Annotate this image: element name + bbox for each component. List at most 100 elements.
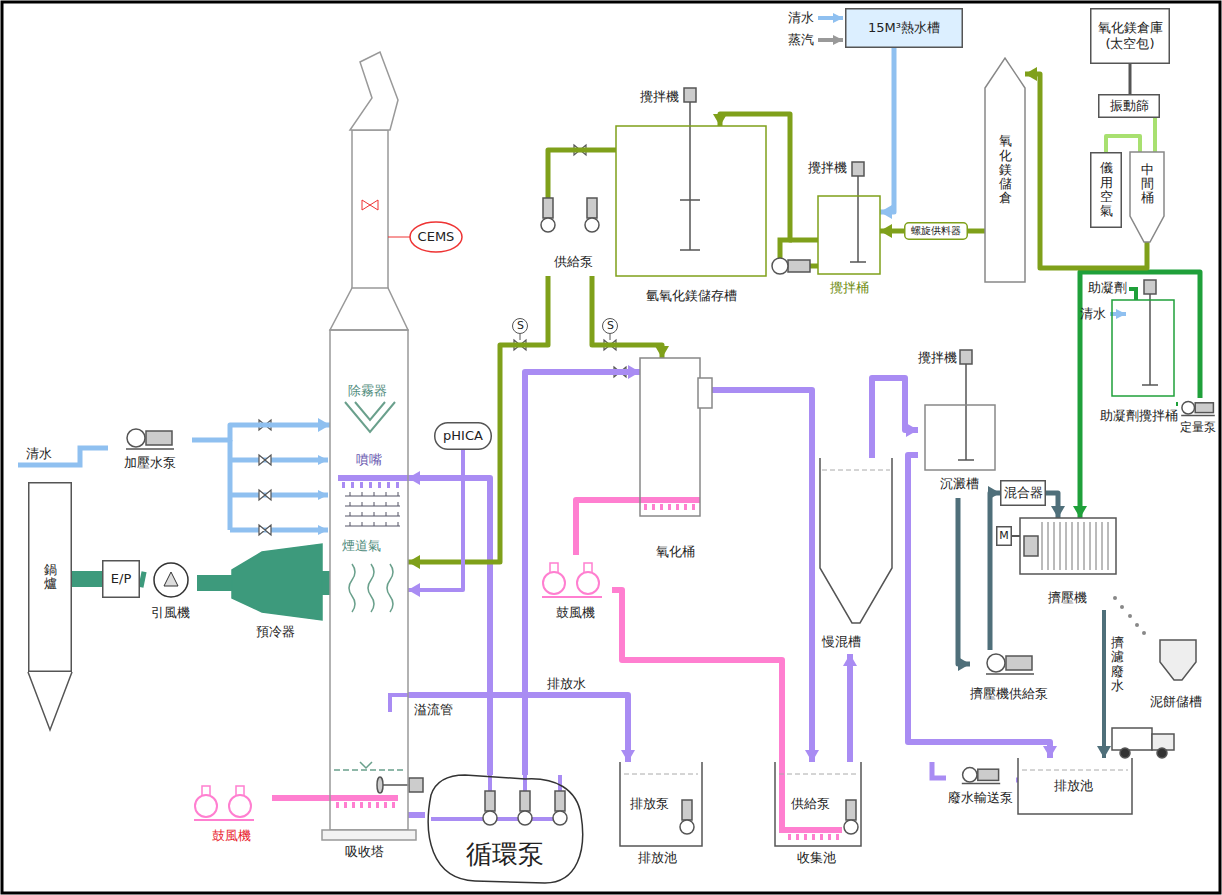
mixing-tank: 助凝劑攪拌桶	[1112, 300, 1176, 424]
truck	[1157, 748, 1167, 758]
part-label: 除霧器	[348, 383, 387, 399]
spray-water-pipe	[230, 458, 328, 463]
absorption-tower: 吸收塔	[330, 288, 408, 860]
node-label: 吸收塔	[345, 844, 384, 860]
pump-symbol-outline	[127, 429, 145, 447]
pump-symbol-outline	[986, 673, 1034, 675]
pump-symbol-outline	[541, 218, 555, 232]
pump-symbol-outline	[978, 769, 999, 780]
node-label: 引風機	[151, 605, 190, 621]
part-label: 清水	[788, 10, 814, 26]
mixer-box: 混合器	[1000, 480, 1046, 506]
boiler: 鍋爐	[28, 482, 72, 672]
oxidation-sparger	[640, 497, 700, 503]
node-label: 鍋爐	[44, 563, 57, 592]
part-label: 清水	[26, 446, 52, 462]
pump-outlet	[932, 762, 946, 778]
pump-symbol-outline	[1181, 415, 1215, 417]
pipe-connector	[72, 571, 102, 587]
pipe-connector	[1102, 610, 1106, 758]
screen-box-outline	[1099, 95, 1160, 118]
screw-feeder: 螺旋供料器	[904, 222, 968, 240]
pipe-connector	[1129, 64, 1132, 94]
pipe-connector	[197, 575, 232, 591]
air-sparger	[336, 802, 398, 808]
mist-eliminator	[345, 402, 395, 432]
valve-symbol	[514, 145, 626, 377]
air-sparger	[330, 798, 398, 805]
part-label: 攪拌機	[640, 89, 679, 105]
pipe-connector	[408, 695, 628, 762]
tank-outline	[616, 126, 766, 276]
inlet-arrow	[818, 38, 843, 42]
boiler-outline	[28, 672, 72, 730]
node-label: 循環泵	[466, 839, 544, 870]
flue-gas-wave	[349, 564, 355, 612]
part-label: 清水	[1080, 306, 1106, 322]
absorption-tower-outline	[322, 830, 416, 840]
oxidation-tank-outline	[640, 358, 712, 566]
node-label: 供給泵	[554, 254, 593, 270]
pump-pit: 循環泵	[425, 775, 585, 885]
mixing-tank-outline	[1112, 300, 1176, 424]
pool-outline	[1022, 770, 1128, 771]
filter-press-outline	[1042, 522, 1108, 570]
blower-symbol-outline	[194, 819, 254, 821]
hot-water-tank-outline	[846, 9, 963, 48]
precipitator-box: E/P	[102, 560, 140, 598]
absorption-tower-outline	[330, 330, 408, 830]
agitator	[377, 777, 383, 793]
pump-symbol-outline	[587, 198, 597, 218]
overflow-pipe	[390, 695, 408, 712]
part-label: 擠濾廢水	[1111, 636, 1124, 693]
storage-bin: 氧化鎂儲倉	[985, 58, 1025, 282]
transfer-pump	[772, 240, 818, 274]
pump-pit-outline	[485, 791, 495, 811]
pool-outline	[775, 762, 861, 846]
mixing-tank-outline	[1112, 300, 1174, 396]
pump-symbol-outline	[963, 768, 977, 782]
pipe-connector	[880, 48, 894, 212]
oxidation-sparger	[644, 504, 700, 510]
pool-outline	[624, 774, 698, 775]
pipe-connector	[408, 812, 425, 818]
pool-outline	[680, 820, 694, 834]
pipe-connector	[1080, 272, 1200, 518]
spray-nozzle	[338, 478, 408, 485]
node-label: CEMS	[418, 229, 455, 245]
transfer-pump	[810, 264, 818, 269]
sludge-cake	[1135, 623, 1139, 627]
absorption-tower-outline	[330, 288, 408, 860]
transfer-pump	[772, 258, 788, 274]
pipe-connector	[908, 455, 1050, 758]
sludge-cake	[1113, 596, 1117, 600]
part-label: S	[517, 319, 524, 332]
pump-symbol: 定量泵	[1178, 398, 1218, 438]
blower-symbol-outline	[543, 572, 565, 594]
pipe-connector	[576, 500, 640, 555]
pool-sparger	[788, 834, 842, 840]
spray-water-pipe	[230, 528, 328, 533]
pool-outline	[620, 762, 702, 846]
transfer-pump	[788, 260, 810, 272]
pipe-connector	[408, 478, 490, 775]
pump-pit-outline	[555, 791, 565, 811]
ph-controller: pHICA	[434, 422, 492, 450]
pipe-connector	[880, 229, 904, 234]
pump-symbol-outline	[146, 431, 172, 445]
oxidation-tank: 氧化桶	[640, 358, 712, 566]
part-label: 攪拌機	[918, 350, 957, 366]
pump-pit-outline	[518, 811, 532, 825]
spray-nozzle	[342, 482, 404, 488]
motor-box: M	[996, 526, 1012, 546]
inlet-arrow	[1129, 289, 1136, 300]
oxidation-tank-outline	[640, 358, 700, 516]
pipe-connector	[140, 579, 145, 580]
inlet-arrow	[818, 16, 843, 20]
node-label: 排放池	[1054, 778, 1093, 794]
part-label: 攪拌機	[808, 160, 847, 176]
pump-symbol-outline	[126, 448, 174, 450]
pipe-connector	[612, 590, 782, 762]
hopper: 泥餅儲槽	[1140, 640, 1204, 714]
part-label: 助凝劑	[1088, 280, 1127, 296]
